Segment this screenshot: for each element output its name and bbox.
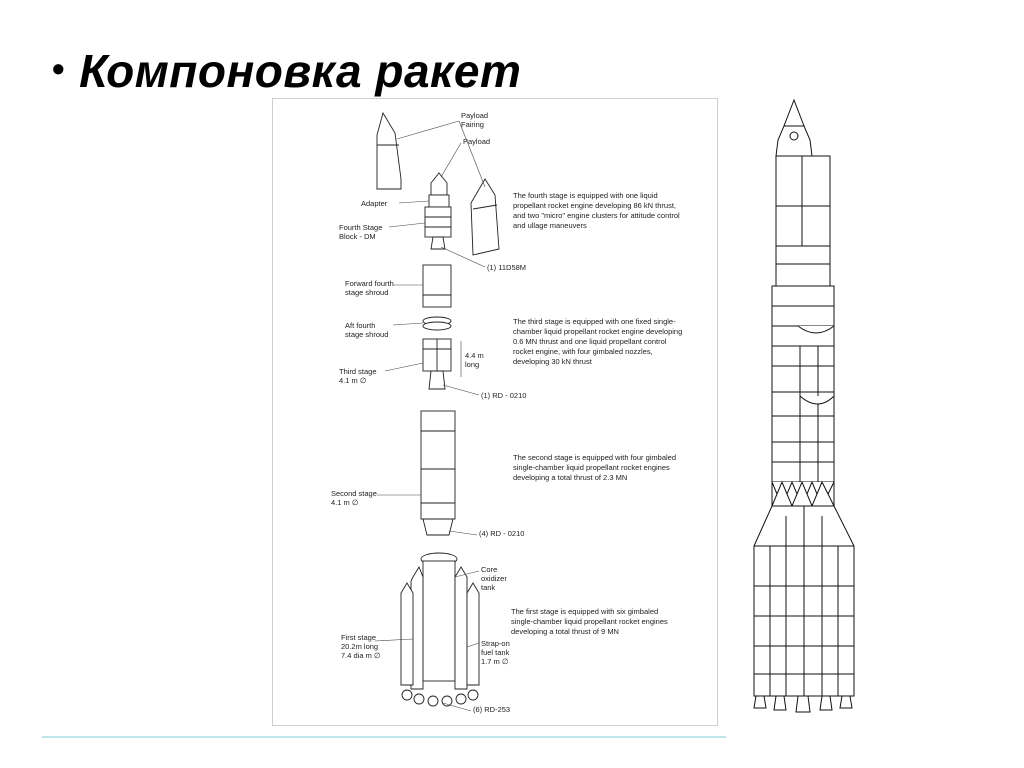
- strap-on-back-left-shape: [400, 582, 414, 686]
- strap-on-back-right-shape: [466, 582, 480, 686]
- label-fourth-stage-block: Fourth Stage Block - DM: [339, 223, 383, 241]
- label-forward-shroud: Forward fourth stage shroud: [345, 279, 394, 297]
- second-stage-shape: [420, 410, 456, 520]
- label-payload: Payload: [463, 137, 491, 146]
- label-core-oxidizer: Core oxidizer tank: [481, 565, 507, 592]
- label-first-stage: First stage 20.2m long 7.4 dia m ∅: [341, 633, 381, 660]
- rocket-second-stage-shape: [771, 345, 835, 483]
- strap-on-left-shape: [410, 565, 424, 690]
- label-adapter: Adapter: [361, 199, 388, 208]
- strap-on-right-shape: [454, 566, 468, 690]
- label-aft-shroud: Aft fourth stage shroud: [345, 321, 389, 339]
- adapter-shape: [428, 194, 450, 208]
- first-stage-core-shape: [422, 560, 456, 682]
- label-payload-fairing: Payload Fairing: [461, 111, 489, 129]
- bullet-icon: •: [52, 48, 66, 89]
- payload-fairing-right-shape: [470, 178, 500, 256]
- desc-second-stage: The second stage is equipped with four g…: [513, 453, 677, 482]
- exploded-view-drawing: [374, 111, 500, 712]
- label-second-stage: Second stage 4.1 m ∅: [331, 489, 377, 507]
- label-engine-11d58m: (1) 11D58M: [487, 263, 527, 272]
- rocket-nose-shape: [783, 98, 805, 127]
- desc-third-stage: The third stage is equipped with one fix…: [513, 317, 683, 366]
- rocket-upper-stage-shape: [775, 155, 831, 247]
- rocket-assembled-drawing: [753, 98, 855, 713]
- label-third-length: 4.4 m long: [465, 351, 484, 369]
- payload-fairing-shape: [376, 111, 402, 190]
- slide-title: • Компоновка ракет: [52, 44, 521, 98]
- exploded-view-figure: Payload Fairing Payload Adapter Fourth S…: [272, 98, 718, 726]
- slide-divider: [42, 736, 726, 738]
- fourth-stage-block-shape: [424, 206, 452, 238]
- label-engine-rd0210-single: (1) RD - 0210: [481, 391, 527, 400]
- label-third-stage: Third stage 4.1 m ∅: [339, 367, 377, 385]
- payload-shape: [430, 172, 448, 196]
- desc-first-stage: The first stage is equipped with six gim…: [511, 607, 668, 636]
- slide-title-text: Компоновка ракет: [79, 45, 522, 97]
- label-engine-rd0210-four: (4) RD - 0210: [479, 529, 525, 538]
- forward-shroud-shape: [422, 264, 452, 308]
- desc-fourth-stage: The fourth stage is equipped with one li…: [513, 191, 680, 230]
- label-engine-rd253: (6) RD-253: [473, 705, 511, 714]
- label-strap-on: Strap-on fuel tank 1.7 m ∅: [481, 639, 510, 666]
